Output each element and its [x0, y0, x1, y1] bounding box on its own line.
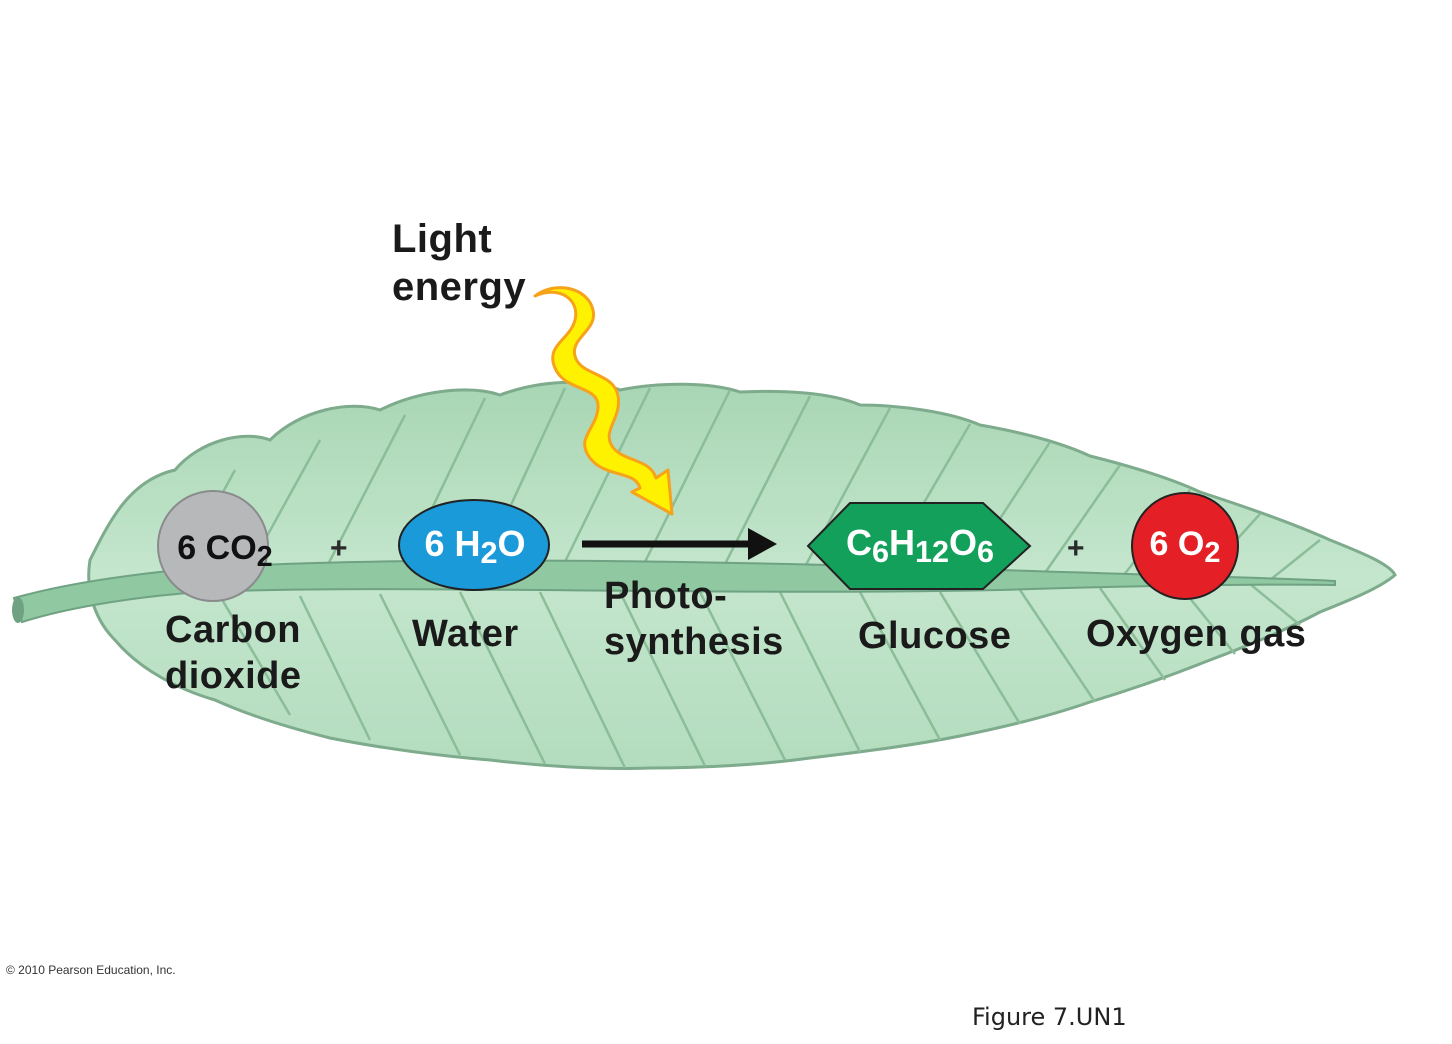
light-label-line1: Light: [392, 217, 493, 261]
stem-end: [12, 597, 24, 623]
copyright-text: © 2010 Pearson Education, Inc.: [6, 963, 176, 977]
glucose-name-label: Glucose: [858, 614, 1011, 660]
co2-sub: 2: [256, 540, 273, 573]
leaf-stem: [12, 559, 1336, 624]
photosynthesis-label: Photo- synthesis: [604, 574, 784, 665]
water-name-label: Water: [412, 612, 519, 658]
figure-label: Figure 7.UN1: [972, 1003, 1127, 1031]
h2o-pre: 6 H: [424, 523, 481, 564]
co2-shape: [157, 490, 269, 602]
h2o-shape: [398, 499, 550, 591]
o2-shape: [1131, 492, 1239, 600]
leaf-veins: [168, 387, 1321, 769]
h2o-post: O: [497, 523, 526, 564]
glucose-s3: 6: [977, 535, 995, 570]
glucose-s1: 6: [871, 535, 889, 570]
light-energy-icon: [533, 286, 674, 516]
glucose-c: C: [845, 522, 872, 563]
o2-coef: 6 O: [1149, 524, 1205, 563]
co2-name-label: Carbon dioxide: [165, 608, 302, 699]
glucose-name-line1: Glucose: [858, 615, 1012, 657]
light-energy-label: Light energy: [392, 215, 526, 311]
photosynthesis-line2: synthesis: [604, 620, 784, 663]
oxygen-name-line1: Oxygen gas: [1086, 613, 1307, 655]
h2o-sub: 2: [480, 536, 498, 571]
glucose-shape: [806, 502, 1032, 590]
co2-coef: 6 CO: [177, 528, 257, 567]
co2-name-line2: dioxide: [165, 654, 302, 697]
water-name-line1: Water: [412, 613, 519, 655]
plus-sign-products: +: [1067, 532, 1085, 565]
glucose-o: O: [949, 522, 978, 563]
glucose-s2: 12: [914, 535, 949, 570]
co2-name-line1: Carbon: [165, 609, 301, 651]
plus-sign-reactants: +: [330, 532, 348, 565]
reaction-arrow: [582, 528, 777, 560]
glucose-h: H: [888, 522, 915, 563]
oxygen-name-label: Oxygen gas: [1086, 612, 1306, 658]
o2-sub: 2: [1204, 536, 1221, 569]
photosynthesis-line1: Photo-: [604, 575, 728, 617]
light-label-line2: energy: [392, 265, 527, 309]
